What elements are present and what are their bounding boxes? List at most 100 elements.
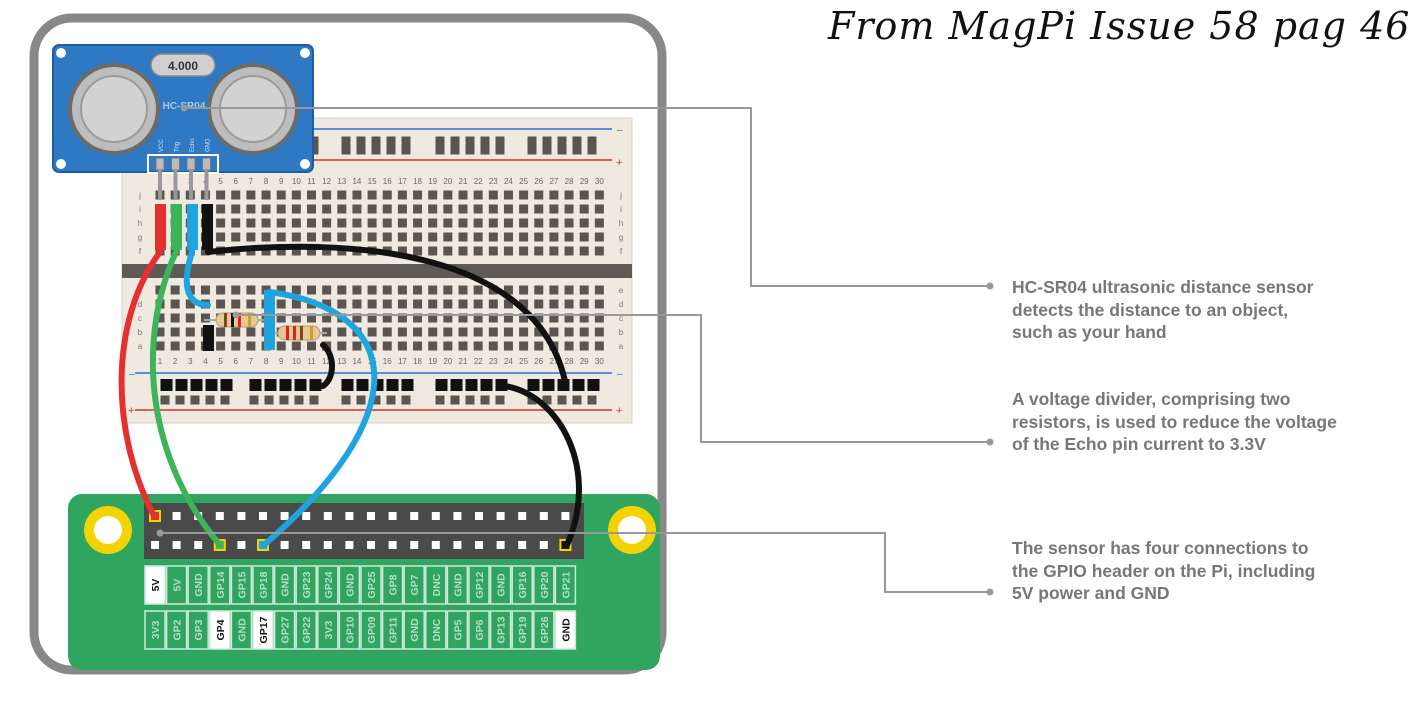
jumper-wires	[118, 204, 582, 548]
gpio-pin	[280, 512, 289, 520]
rail-hole	[587, 379, 600, 391]
column-label: 12	[322, 357, 331, 366]
breadboard-hole	[352, 299, 362, 309]
breadboard-hole	[564, 190, 574, 200]
gpio-label-top: GND	[496, 573, 508, 597]
rail-hole	[587, 136, 597, 146]
gpio-label-bottom-box	[338, 610, 361, 650]
breadboard-hole	[579, 190, 589, 200]
breadboard-hole	[534, 285, 544, 295]
row-label: g	[138, 233, 142, 242]
rail-hole	[465, 379, 478, 391]
rail-hole	[480, 145, 490, 155]
column-label: 30	[595, 177, 604, 186]
gpio-label-bottom: GP19	[517, 616, 529, 643]
rail-hole	[527, 145, 537, 155]
breadboard-hole	[216, 204, 226, 214]
breadboard-hole	[352, 232, 362, 242]
callout-line: A voltage divider, comprising two	[1012, 389, 1291, 409]
rail-hole	[401, 136, 411, 146]
breadboard-hole	[246, 341, 256, 351]
gpio-label-top-box	[230, 565, 253, 605]
breadboard-hole	[534, 327, 544, 337]
rail-hole	[371, 395, 381, 405]
breadboard-hole	[564, 299, 574, 309]
gpio-pin	[561, 512, 570, 520]
gpio-pin	[518, 541, 527, 549]
gpio-pin	[323, 541, 332, 549]
gpio-label-top-box	[165, 565, 188, 605]
breadboard-hole	[246, 190, 256, 200]
callout-gpio-connections: The sensor has four connections to the G…	[1012, 537, 1315, 605]
breadboard-hole	[322, 299, 332, 309]
breadboard-hole	[276, 341, 286, 351]
gpio-label-top-box	[252, 565, 274, 605]
sensor-pin-label: GND	[206, 138, 212, 152]
gpio-pin	[453, 512, 462, 520]
breadboard-hole	[246, 285, 256, 295]
breadboard-hole	[594, 232, 604, 242]
breadboard-hole	[216, 285, 226, 295]
breadboard-hole	[594, 204, 604, 214]
sensor-pin-header	[147, 154, 219, 174]
rail-plus-sign: +	[616, 405, 622, 417]
callout-voltage-divider: A voltage divider, comprising two resist…	[1012, 388, 1337, 456]
rail-hole	[527, 379, 540, 391]
breadboard-hole	[458, 232, 468, 242]
column-label: 2	[173, 357, 178, 366]
breadboard-hole	[549, 232, 559, 242]
wire-segment-red	[155, 204, 166, 250]
breadboard-hole	[428, 246, 438, 256]
gpio-label-top: GP12	[474, 571, 486, 598]
rail-hole	[264, 395, 274, 405]
rail-plus-sign: +	[128, 405, 134, 417]
breadboard-hole	[155, 313, 165, 323]
breadboard-hole	[488, 190, 498, 200]
column-label: 19	[428, 177, 437, 186]
column-label: 11	[307, 357, 316, 366]
breadboard-hole	[231, 190, 241, 200]
breadboard-hole	[352, 204, 362, 214]
breadboard-hole	[352, 218, 362, 228]
row-label: h	[138, 219, 142, 228]
breadboard-hole	[503, 313, 513, 323]
breadboard-hole	[473, 341, 483, 351]
breadboard-hole	[397, 190, 407, 200]
breadboard-hole	[443, 218, 453, 228]
wire-green-trig	[149, 249, 223, 548]
breadboard-hole	[503, 327, 513, 337]
breadboard-hole	[579, 313, 589, 323]
breadboard-hole	[473, 204, 483, 214]
column-label: 7	[249, 177, 254, 186]
gpio-label-bottom-box	[317, 610, 339, 650]
breadboard-hole	[579, 218, 589, 228]
breadboard-hole	[564, 313, 574, 323]
rail-hole	[480, 395, 490, 405]
diagram-title: From MagPi Issue 58 pag 46	[828, 4, 1410, 48]
breadboard-hole	[443, 285, 453, 295]
breadboard-hole	[291, 204, 301, 214]
breadboard-hole	[246, 204, 256, 214]
column-label: 27	[549, 357, 558, 366]
rail-hole	[309, 379, 322, 391]
rail-hole	[356, 379, 369, 391]
gpio-pin	[539, 512, 548, 520]
column-label: 4	[203, 357, 208, 366]
breadboard-hole	[185, 299, 195, 309]
column-label: 13	[337, 177, 346, 186]
breadboard-hole	[367, 341, 377, 351]
gpio-label-top: GP18	[258, 571, 270, 598]
breadboard-hole	[443, 204, 453, 214]
breadboard-center-channel	[122, 264, 632, 278]
breadboard-hole	[261, 190, 271, 200]
breadboard-hole	[276, 299, 286, 309]
gpio-pin	[388, 541, 397, 549]
breadboard-hole	[276, 190, 286, 200]
breadboard-hole	[397, 232, 407, 242]
breadboard-hole	[382, 204, 392, 214]
column-label: 28	[565, 357, 574, 366]
rail-hole	[401, 395, 411, 405]
callout-line: such as your hand	[1012, 322, 1167, 342]
breadboard-hole	[367, 327, 377, 337]
